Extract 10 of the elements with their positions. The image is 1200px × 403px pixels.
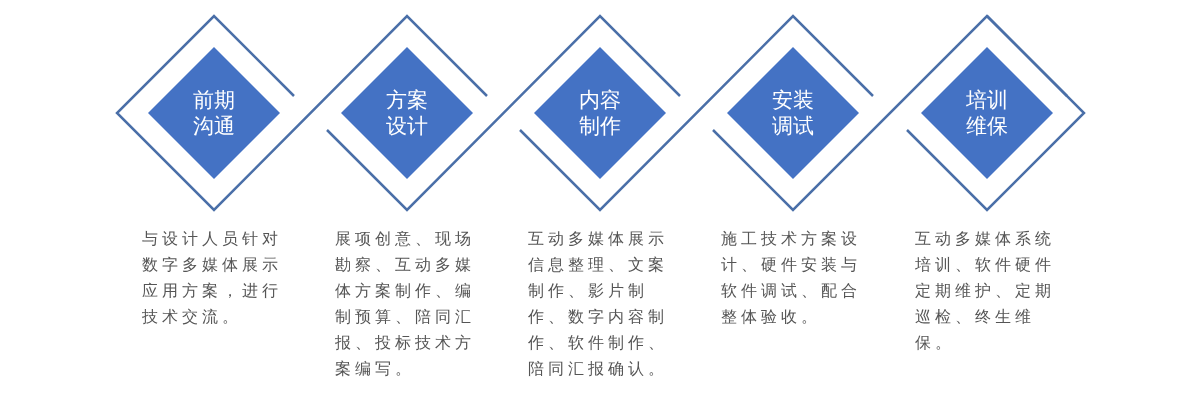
step-description: 与设计人员针对数字多媒体展示应用方案，进行技术交流。: [142, 228, 283, 328]
step-title: 内容制作: [578, 87, 622, 139]
step-title: 前期沟通: [192, 87, 236, 139]
step-description: 互动多媒体展示信息整理、文案制作、影片制作、数字内容制作、软件制作、陪同汇报确认。: [528, 228, 669, 380]
step-title: 方案设计: [385, 87, 429, 139]
step-description: 展项创意、现场勘察、互动多媒体方案制作、编制预算、陪同汇报、投标技术方案编写。: [335, 228, 476, 380]
step-title: 安装调试: [771, 87, 815, 139]
step-title: 培训维保: [965, 87, 1009, 139]
step-description: 施工技术方案设计、硬件安装与软件调试、配合整体验收。: [721, 228, 862, 328]
step-description: 互动多媒体系统培训、软件硬件定期维护、定期巡检、终生维保。: [915, 228, 1056, 354]
